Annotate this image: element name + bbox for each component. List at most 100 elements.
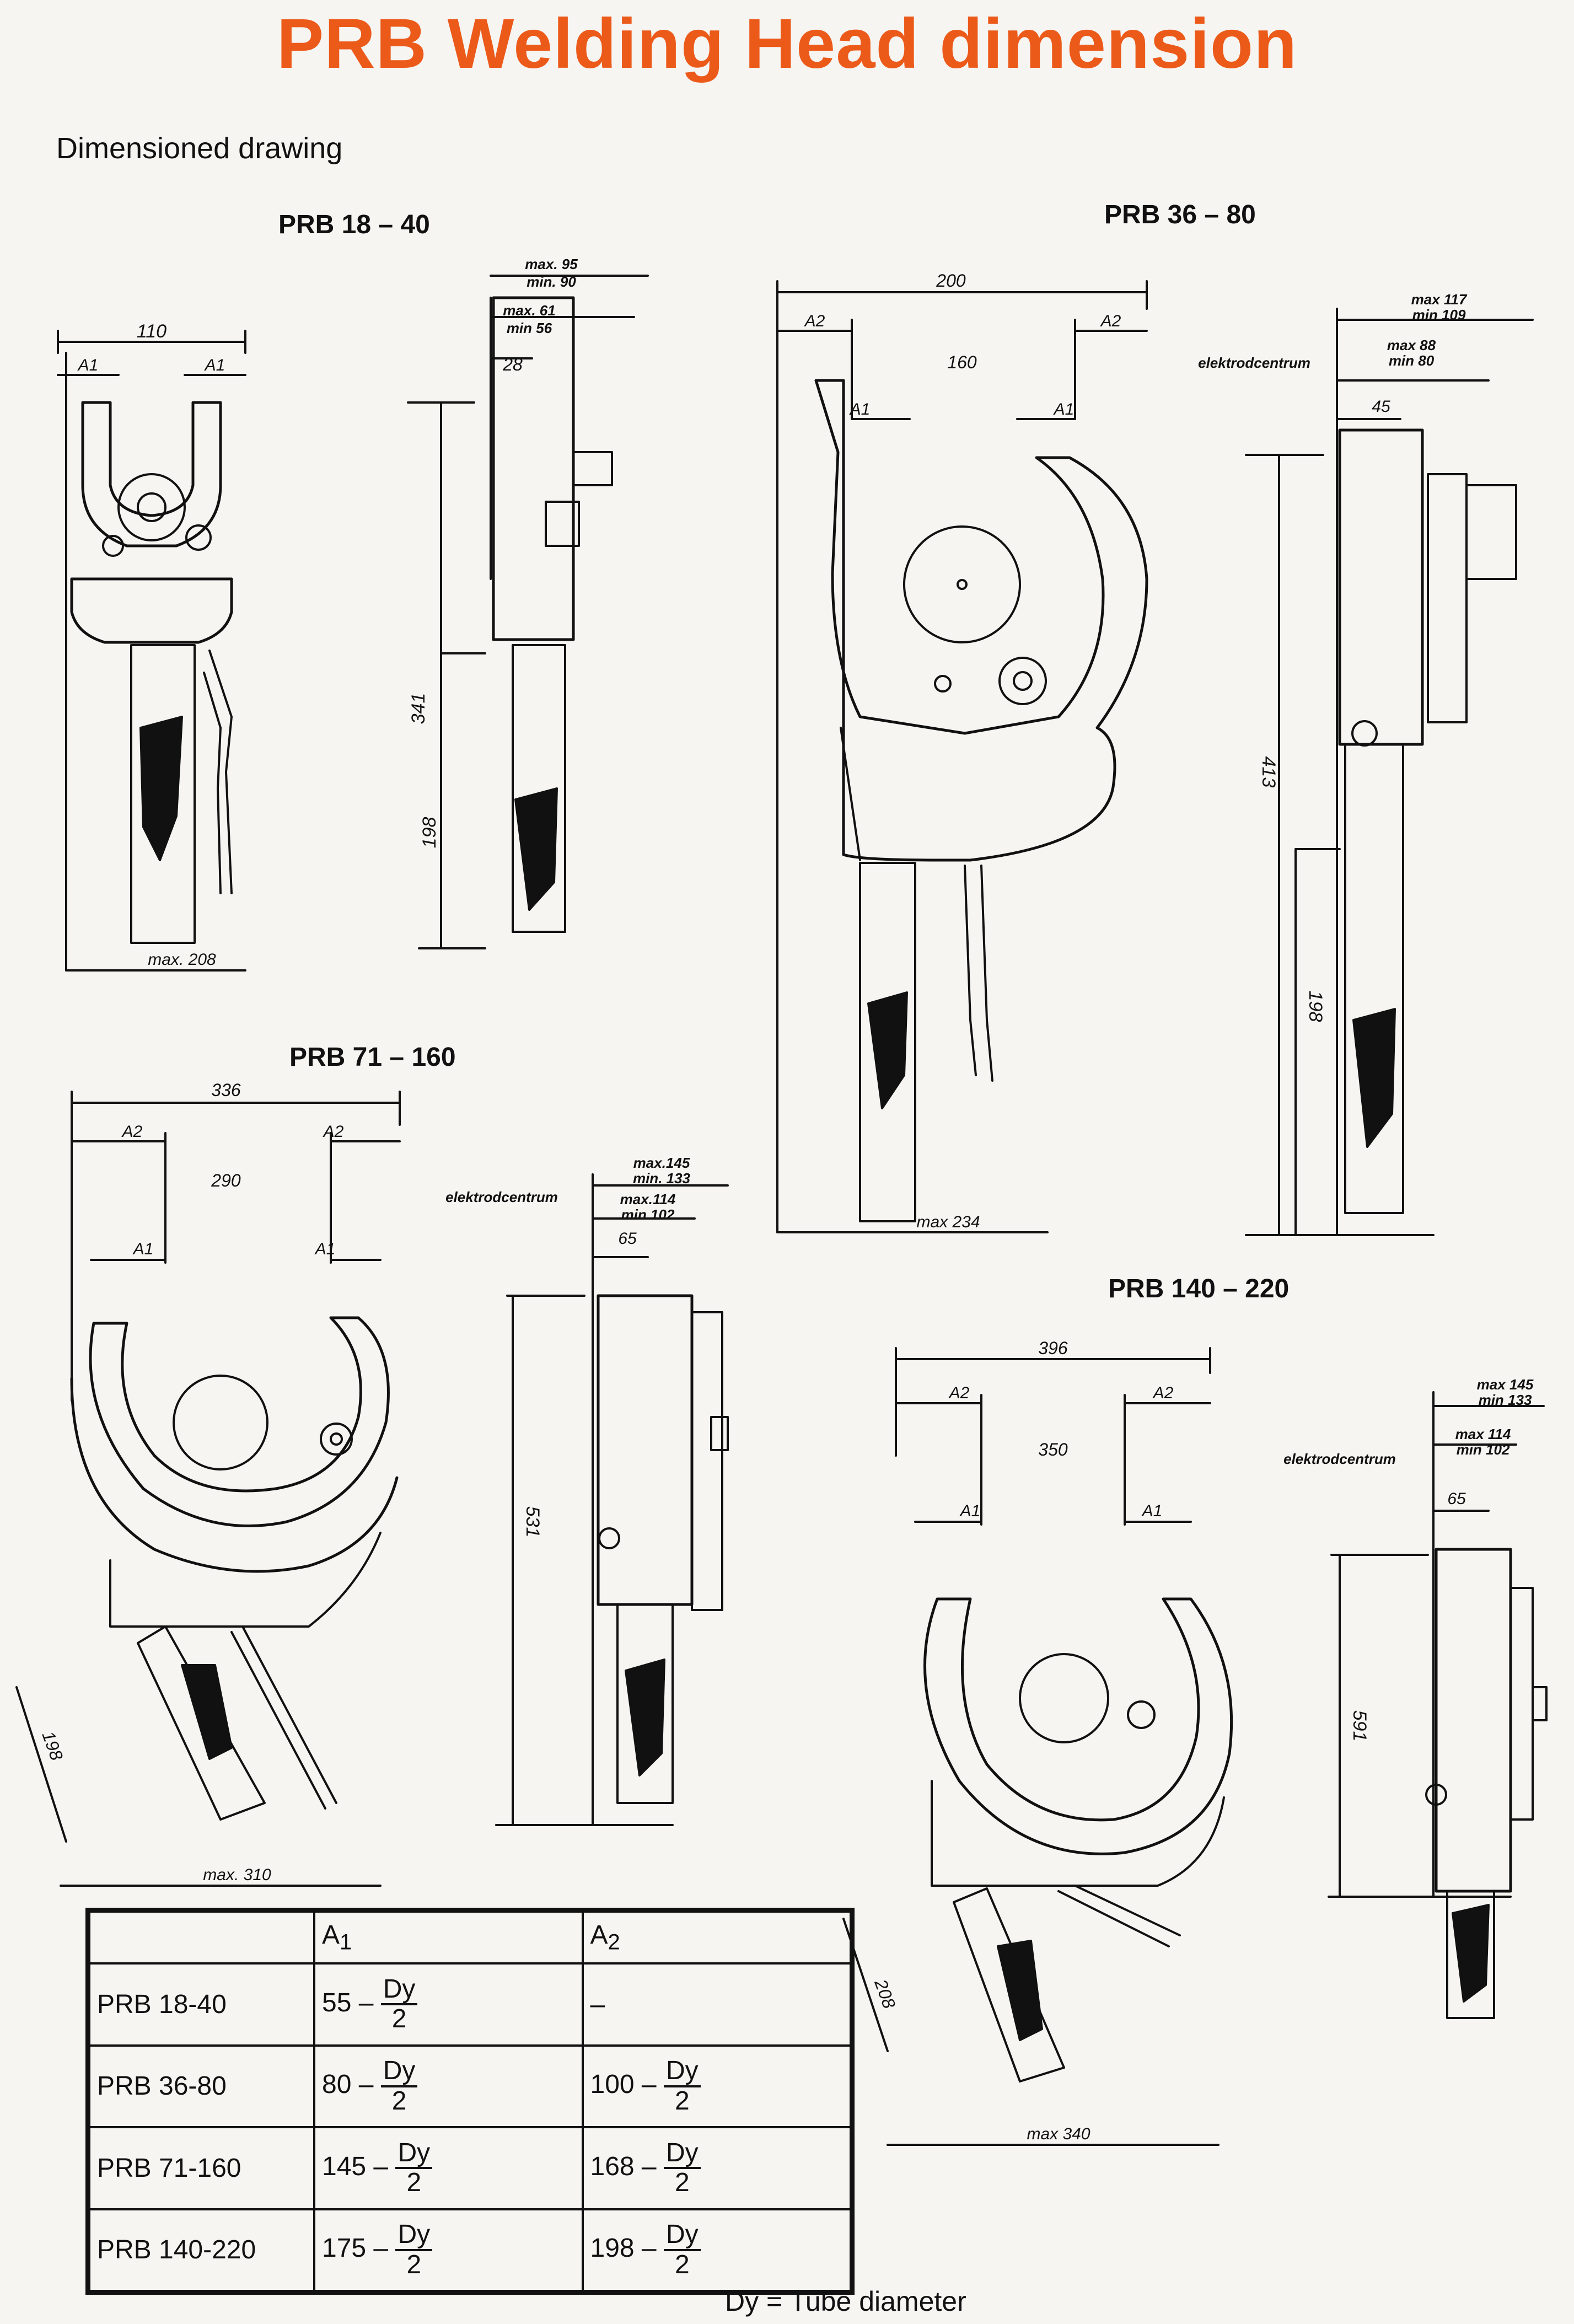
prb-36-80-front-labels: 200 A2 A2 160 A1 A1 max 234 [804,271,1121,1231]
prb-36-80-front-view [776,280,1148,1233]
table-cell-model: PRB 71-160 [88,2126,315,2210]
prb-36-80-side-view [1245,308,1534,1236]
model-title-prb-36-80: PRB 36 – 80 [1104,200,1256,229]
svg-text:591: 591 [1349,1710,1370,1742]
svg-text:A1: A1 [1141,1502,1163,1520]
model-title-prb-140-220: PRB 140 – 220 [1108,1274,1290,1303]
model-title-prb-71-160: PRB 71 – 160 [289,1043,456,1072]
dim-width-label: 110 [137,321,166,342]
svg-text:min 80: min 80 [1389,352,1435,369]
table-cell-model: PRB 36-80 [88,2044,315,2128]
prb-71-160-front-view [15,1091,401,1887]
prb-18-40-side-labels: max. 95 min. 90 max. 61 min 56 28 341 19… [408,256,578,848]
prb-36-80-side-labels: max 117 min 109 max 88 min 80 elektrodce… [1198,291,1468,1022]
svg-text:max 145: max 145 [1477,1376,1534,1393]
page-title: PRB Welding Head dimension [276,4,1298,83]
svg-text:min. 133: min. 133 [633,1170,691,1187]
table-cell-model: PRB 18-40 [88,1962,315,2047]
svg-text:A2: A2 [323,1123,344,1141]
svg-text:min 109: min 109 [1412,307,1466,323]
table-header-row: A1 A2 [88,1910,852,1965]
intro-heading: Dimensioned drawing [56,132,343,165]
svg-text:A1: A1 [132,1240,154,1258]
svg-text:elektrodcentrum: elektrodcentrum [1198,355,1310,371]
svg-text:A1: A1 [959,1502,981,1520]
prb-18-40-front-view [57,330,246,972]
svg-text:341: 341 [408,693,429,724]
svg-text:elektrodcentrum: elektrodcentrum [445,1189,558,1205]
svg-text:45: 45 [1372,398,1390,416]
svg-text:max.114: max.114 [620,1191,676,1207]
svg-text:min 56: min 56 [507,320,552,336]
table-header-model [88,1910,315,1965]
svg-text:208: 208 [871,1976,900,2011]
svg-text:A2: A2 [1152,1384,1174,1402]
svg-text:A2: A2 [948,1384,970,1402]
model-title-prb-18-40: PRB 18 – 40 [278,210,430,239]
svg-text:531: 531 [522,1506,543,1538]
svg-text:200: 200 [936,271,966,291]
svg-text:A1: A1 [1053,400,1075,418]
table-header-a2: A2 [581,1910,852,1965]
svg-text:max 88: max 88 [1387,337,1436,353]
svg-text:elektrodcentrum: elektrodcentrum [1283,1451,1396,1467]
table-cell-model: PRB 140-220 [88,2208,315,2292]
dim-max-height-label: max. 208 [148,951,216,969]
prb-71-160-front-labels: 336 A2 A2 290 A1 A1 198 max. 310 [38,1080,343,1884]
svg-text:A1: A1 [849,400,871,418]
svg-text:396: 396 [1038,1338,1068,1358]
svg-text:65: 65 [618,1230,637,1248]
svg-text:350: 350 [1038,1440,1068,1459]
svg-text:max. 61: max. 61 [503,302,555,319]
table-cell-a2: – [581,1962,852,2047]
prb-71-160-side-view [495,1173,729,1826]
svg-text:max. 310: max. 310 [203,1866,271,1884]
svg-text:max 117: max 117 [1411,291,1468,308]
prb-18-40-front-labels: 110 A1 A1 max. 208 [77,321,225,969]
svg-text:min 133: min 133 [1479,1392,1532,1408]
svg-text:A1: A1 [314,1240,336,1258]
prb-18-40-side-view [407,275,649,949]
footnote: Dy = Tube diameter [725,2286,966,2317]
svg-text:max 114: max 114 [1455,1426,1511,1442]
svg-text:290: 290 [211,1171,241,1190]
svg-text:413: 413 [1258,756,1279,788]
svg-text:198: 198 [1305,991,1326,1022]
svg-text:max.145: max.145 [633,1155,690,1171]
svg-text:28: 28 [502,355,523,374]
svg-text:336: 336 [211,1080,241,1100]
dim-a1-right-label: A1 [204,356,225,374]
svg-text:max. 95: max. 95 [525,256,578,272]
prb-140-220-side-labels: max 145 min 133 max 114 min 102 elektrod… [1283,1376,1534,1741]
svg-text:160: 160 [947,352,977,372]
prb-140-220-front-labels: 396 A2 A2 350 A1 A1 208 max 340 [871,1338,1174,2143]
svg-text:min. 90: min. 90 [527,273,576,290]
svg-text:max 234: max 234 [916,1213,980,1231]
svg-text:min 102: min 102 [621,1206,675,1223]
svg-text:A2: A2 [804,312,825,330]
prb-71-160-side-labels: max.145 min. 133 max.114 min 102 elektro… [445,1155,690,1537]
svg-text:min 102: min 102 [1457,1441,1510,1458]
table-header-a1: A1 [313,1910,584,1965]
svg-text:198: 198 [419,817,440,849]
dim-a1-left-label: A1 [77,356,99,374]
prb-140-220-side-view [1328,1391,1548,2019]
svg-text:max 340: max 340 [1027,2125,1090,2143]
svg-text:A2: A2 [1100,312,1121,330]
svg-text:A2: A2 [121,1123,143,1141]
svg-text:198: 198 [38,1729,67,1763]
svg-text:65: 65 [1447,1490,1466,1508]
